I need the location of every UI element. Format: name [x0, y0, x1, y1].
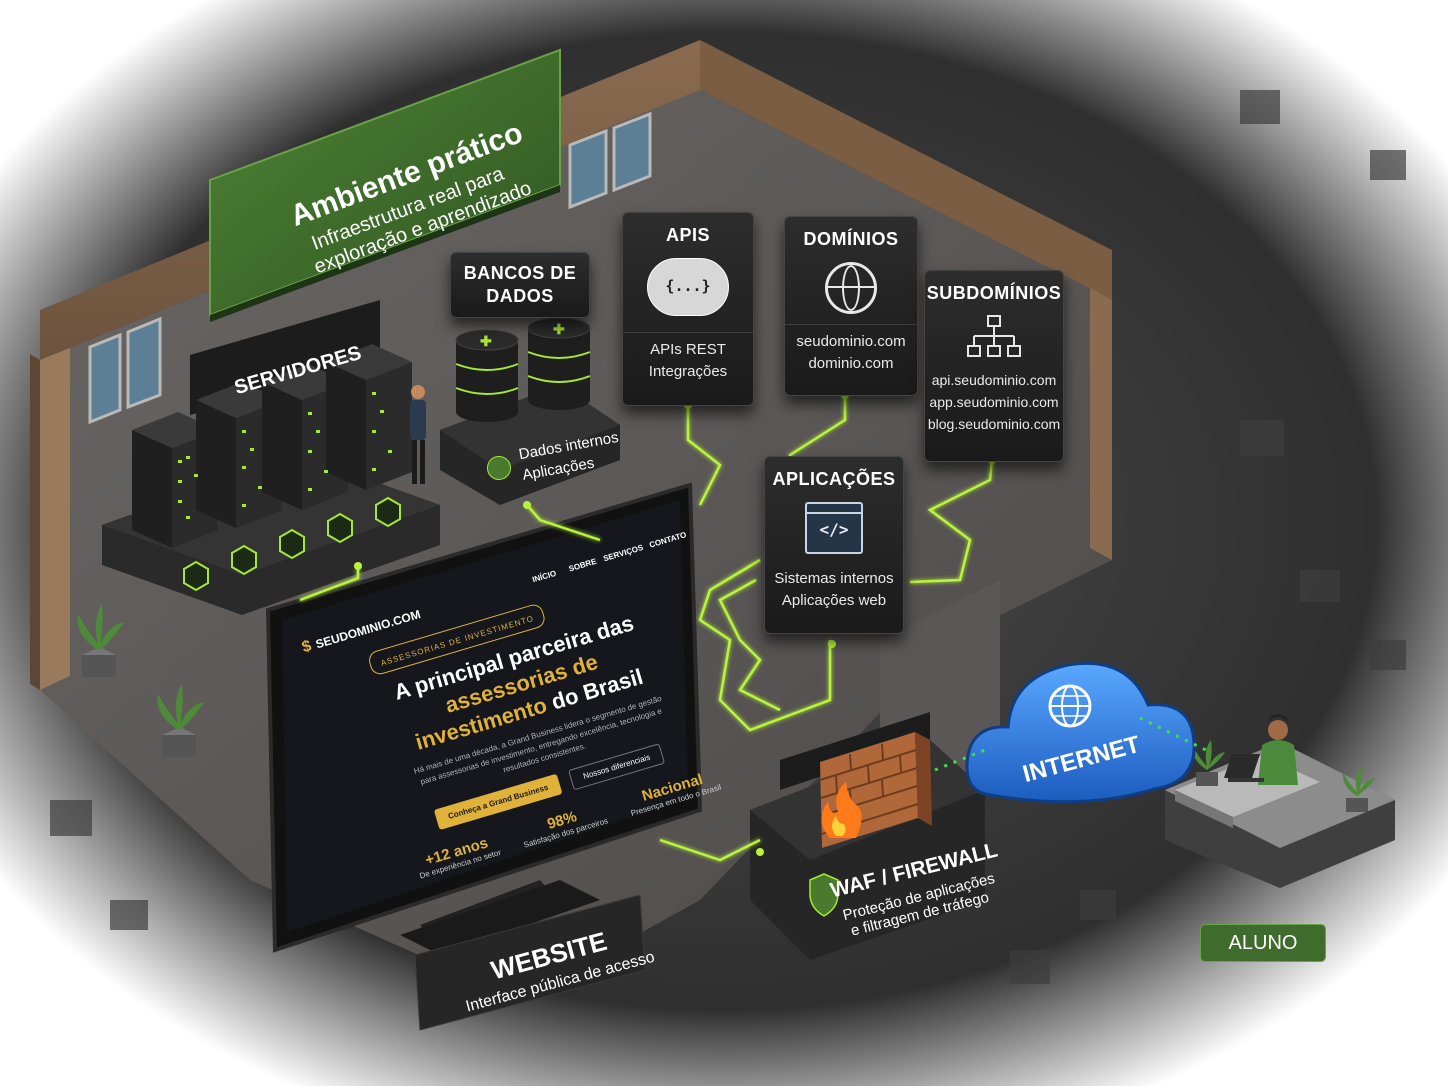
apis-title: APIS: [665, 225, 710, 245]
plant-icon: [77, 604, 124, 677]
apis-line2: Integrações: [648, 363, 728, 380]
chat-icon: [375, 496, 401, 528]
domains-title: DOMÍNIOS: [803, 229, 899, 249]
domains-card: DOMÍNIOS seudominio.com dominio.com: [784, 216, 918, 396]
databases-card: BANCOS DE DADOS: [450, 252, 590, 318]
server-badges: [183, 496, 401, 592]
city-blocks: [50, 90, 1406, 984]
student-figure: [1224, 714, 1298, 785]
monitoring-icon: [183, 560, 209, 592]
cloud-icon: {...}: [647, 258, 729, 316]
applications-line2: Aplicações web: [781, 592, 887, 609]
subdomains-line3: blog.seudominio.com: [927, 416, 1061, 432]
internet-cloud: [965, 661, 1196, 804]
plant-icon: [1192, 740, 1225, 786]
domains-line1: seudominio.com: [796, 333, 906, 350]
monitor: [265, 482, 703, 955]
wall-left-front: [40, 348, 70, 690]
apis-divider: [623, 332, 753, 333]
api-code-icon: {...}: [665, 277, 711, 295]
server-leds: [178, 392, 392, 519]
fire-icon: [821, 782, 862, 838]
domains-line2: dominio.com: [808, 355, 894, 372]
applications-card: APLICAÇÕES </> Sistemas internos Aplicaç…: [764, 456, 904, 634]
plant-icon: [157, 684, 204, 757]
back-wall-right: [700, 40, 1112, 300]
svg-text:✚: ✚: [480, 333, 492, 349]
databases-title-2: DADOS: [486, 286, 554, 306]
windows: [88, 111, 652, 425]
nav-link-inicio[interactable]: INÍCIO: [531, 568, 558, 585]
code-window-icon: </>: [805, 502, 863, 554]
sitemap-icon: [967, 315, 1021, 357]
database-cylinders: ✚ ✚: [455, 317, 591, 422]
back-wall-left-side: [30, 354, 40, 690]
subdomains-line1: api.seudominio.com: [931, 372, 1057, 388]
student-label: ALUNO: [1228, 932, 1298, 954]
applications-title: APLICAÇÕES: [772, 469, 896, 489]
wall-right-side: [1090, 288, 1112, 560]
applications-line1: Sistemas internos: [774, 570, 894, 587]
domains-divider: [785, 324, 917, 325]
apis-line1: APIs REST: [650, 341, 726, 358]
svg-text:✚: ✚: [553, 321, 565, 337]
plant-icon: [1342, 766, 1375, 812]
server-rack: [326, 344, 412, 490]
dotted-lines: [934, 716, 1211, 772]
globe-icon: [825, 262, 877, 314]
databases-title-1: BANCOS DE: [463, 263, 577, 283]
subdomains-line2: app.seudominio.com: [929, 394, 1059, 410]
nav-link-sobre[interactable]: SOBRE: [567, 556, 598, 574]
server-racks: [132, 344, 412, 548]
student-badge: ALUNO: [1200, 924, 1326, 962]
settings-icon: [231, 544, 257, 576]
gear-icon: [327, 512, 353, 544]
apis-card: APIS {...} APIs REST Integrações: [622, 212, 754, 406]
code-icon: [279, 528, 305, 560]
website-plate: [414, 894, 646, 1031]
subdomains-card: SUBDOMÍNIOS api.seudominio.com app.seudo…: [924, 270, 1064, 462]
technician-figure: [410, 385, 426, 484]
banner-sign: [209, 48, 561, 322]
subdomains-title: SUBDOMÍNIOS: [926, 283, 1062, 303]
shield-icon: [809, 873, 839, 917]
